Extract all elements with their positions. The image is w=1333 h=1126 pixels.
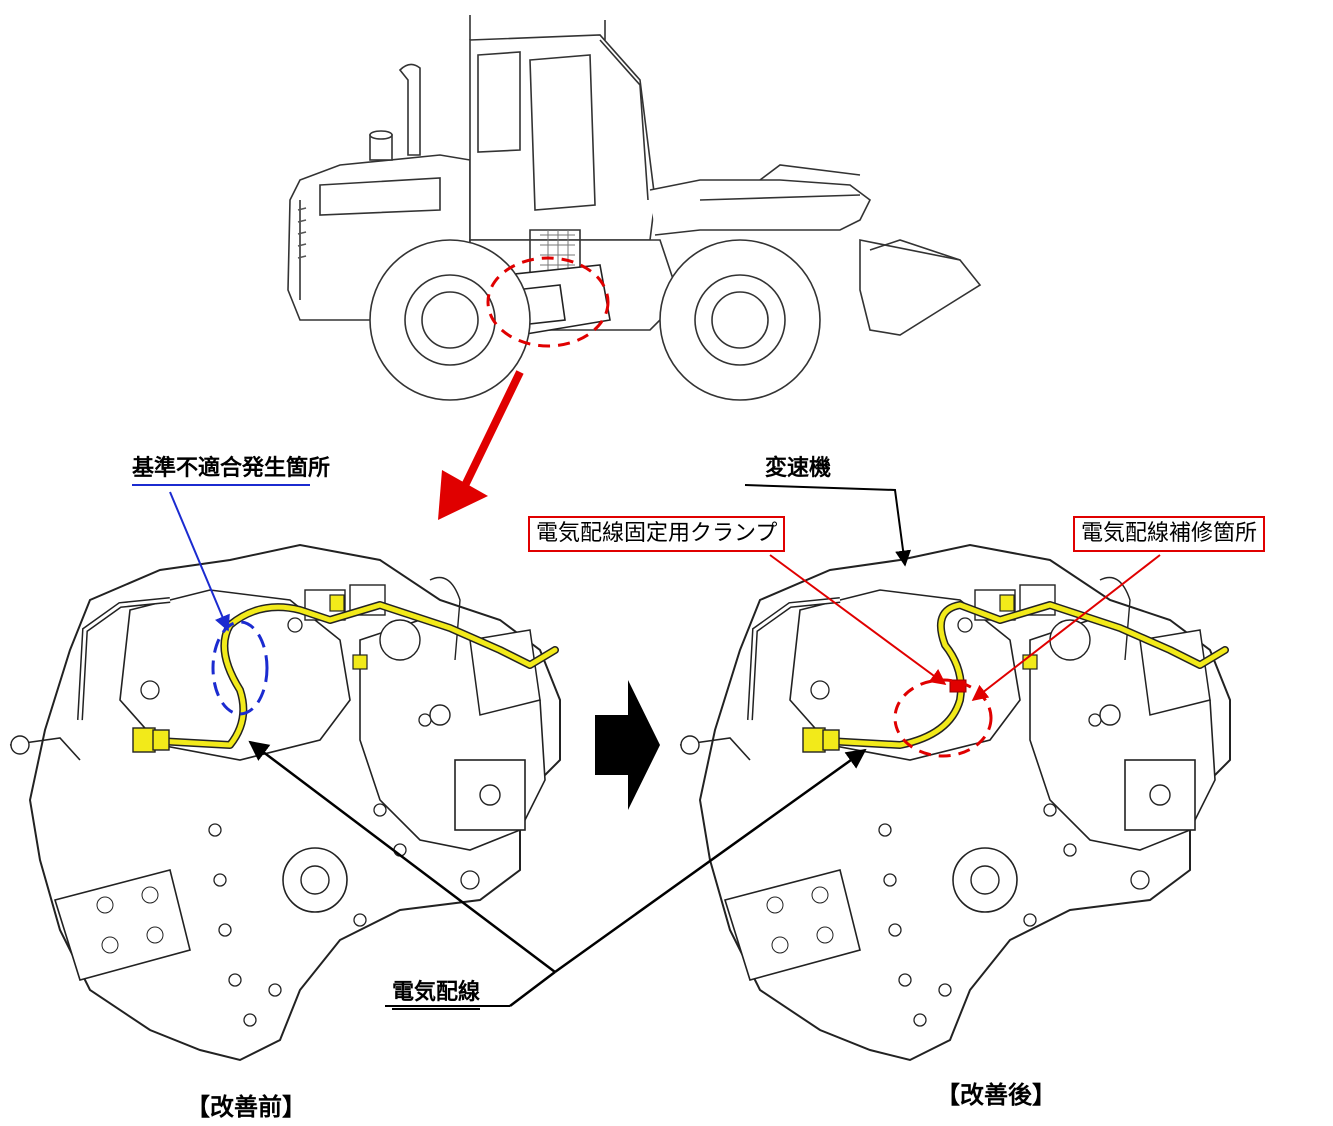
transmission-after-drawing bbox=[680, 545, 1230, 1060]
wiring-leader-before bbox=[248, 740, 556, 973]
right-arrow-icon bbox=[595, 680, 660, 810]
inspection-area-marker bbox=[486, 256, 610, 348]
wire-clamp-marker bbox=[949, 679, 967, 693]
down-left-arrow-icon bbox=[438, 370, 524, 520]
transmission-before-drawing bbox=[10, 545, 560, 1060]
electrical-wire-after bbox=[807, 602, 1228, 748]
nonconformity-marker bbox=[211, 620, 269, 716]
before-caption: 【改善前】 bbox=[186, 1093, 306, 1121]
electrical-wiring-label: 電気配線 bbox=[392, 982, 481, 1010]
clamp-leader bbox=[769, 554, 947, 685]
wire-clamp-label: 電気配線固定用クランプ bbox=[528, 516, 786, 552]
wiring-leader-after bbox=[554, 748, 867, 974]
wire-repair-location-label: 電気配線補修箇所 bbox=[1073, 516, 1266, 552]
repair-leader bbox=[971, 554, 1161, 701]
wheel-loader-drawing bbox=[287, 15, 982, 401]
after-caption: 【改善後】 bbox=[936, 1081, 1056, 1109]
nonconformity-leader bbox=[169, 491, 230, 632]
electrical-wire-before bbox=[137, 602, 558, 748]
nonconformity-location-label: 基準不適合発生箇所 bbox=[132, 458, 330, 486]
transmission-label: 変速機 bbox=[765, 456, 832, 481]
transmission-leader bbox=[744, 484, 912, 567]
